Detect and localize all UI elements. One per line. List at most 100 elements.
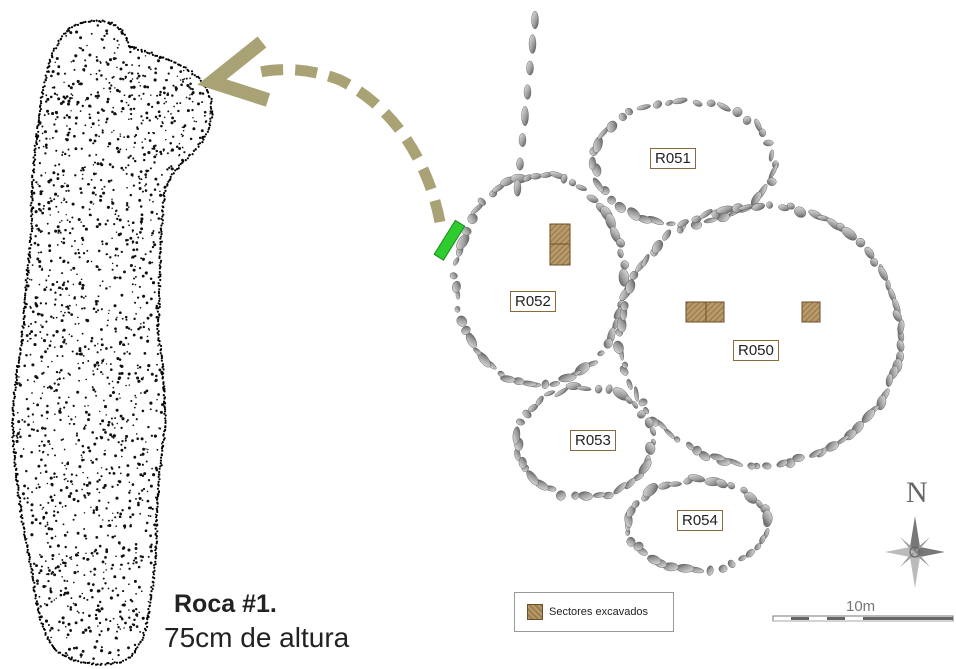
stipple-dot [30, 451, 33, 454]
stipple-dot [63, 197, 65, 199]
stipple-dot [79, 653, 83, 657]
stipple-dot [111, 198, 113, 200]
stipple-dot [93, 442, 97, 446]
stipple-dot [190, 70, 194, 73]
stipple-dot [158, 427, 160, 429]
stipple-dot [67, 372, 70, 375]
stipple-dot [122, 590, 125, 593]
stipple-dot [90, 260, 93, 263]
stipple-dot [100, 308, 103, 311]
stipple-dot [37, 464, 41, 468]
stipple-dot [44, 603, 46, 605]
stipple-dot [18, 383, 22, 387]
stipple-dot [210, 97, 213, 100]
stipple-dot [17, 361, 20, 364]
stipple-dot [158, 299, 161, 302]
stipple-dot [150, 586, 153, 589]
stipple-dot [95, 59, 99, 62]
wall-stone [686, 441, 695, 451]
stipple-dot [98, 69, 101, 72]
stipple-dot [132, 609, 135, 613]
stipple-dot [144, 271, 148, 275]
stipple-dot [125, 420, 128, 423]
stipple-dot [90, 126, 93, 129]
stipple-dot [126, 135, 130, 139]
stipple-dot [80, 191, 83, 195]
stipple-dot [66, 125, 68, 127]
stipple-dot [39, 615, 42, 618]
stipple-dot [59, 231, 62, 234]
stipple-dot [112, 386, 115, 389]
stipple-dot [128, 583, 130, 586]
stipple-dot [88, 208, 91, 211]
stipple-dot [84, 64, 88, 68]
stipple-dot [94, 299, 98, 304]
stipple-dot [141, 190, 145, 193]
north-label: N [906, 476, 928, 509]
stipple-dot [23, 484, 27, 488]
stipple-dot [65, 95, 69, 98]
stipple-dot [76, 564, 79, 567]
stipple-dot [44, 74, 47, 77]
stipple-dot [127, 41, 130, 44]
stipple-dot [40, 458, 43, 462]
stipple-dot [163, 406, 166, 409]
stipple-dot [68, 373, 72, 376]
stipple-dot [82, 611, 85, 614]
stipple-dot [117, 480, 120, 483]
stipple-dot [40, 440, 43, 443]
stipple-dot [138, 492, 141, 495]
stipple-dot [67, 494, 72, 498]
stipple-dot [65, 637, 68, 639]
stipple-dot [47, 207, 52, 211]
stipple-dot [107, 145, 110, 148]
stipple-dot [60, 310, 62, 313]
stipple-dot [52, 47, 56, 50]
stipple-dot [63, 579, 66, 582]
stipple-dot [154, 533, 157, 536]
stipple-dot [54, 291, 57, 294]
stipple-dot [87, 20, 90, 23]
stipple-dot [95, 458, 98, 461]
stipple-dot [122, 603, 126, 607]
stipple-dot [37, 610, 40, 614]
stipple-dot [104, 582, 107, 585]
stipple-dot [131, 439, 134, 443]
stipple-dot [36, 228, 38, 230]
stipple-dot [47, 439, 51, 443]
stipple-dot [175, 145, 179, 148]
stipple-dot [51, 360, 53, 363]
stipple-dot [137, 643, 140, 646]
stipple-dot [101, 359, 105, 363]
stipple-dot [147, 555, 150, 558]
stipple-dot [106, 219, 109, 222]
stipple-dot [59, 293, 62, 297]
stipple-dot [151, 53, 154, 57]
stipple-dot [76, 339, 79, 342]
stipple-dot [115, 661, 119, 664]
stipple-dot [63, 116, 66, 119]
stipple-dot [101, 587, 104, 590]
stipple-dot [128, 491, 131, 494]
stipple-dot [160, 173, 163, 176]
stipple-dot [164, 78, 168, 82]
stipple-dot [109, 394, 112, 397]
stipple-dot [59, 593, 63, 597]
stipple-dot [62, 593, 66, 597]
stipple-dot [102, 191, 106, 195]
stipple-dot [128, 616, 131, 619]
stipple-dot [107, 179, 111, 183]
stipple-dot [61, 506, 64, 508]
stipple-dot [95, 361, 100, 365]
stipple-dot [74, 122, 78, 125]
wall-stone [727, 559, 736, 568]
stipple-dot [16, 491, 19, 494]
stipple-dot [85, 552, 87, 555]
stipple-dot [95, 640, 99, 643]
stipple-dot [32, 162, 35, 165]
stipple-dot [163, 412, 166, 415]
stipple-dot [172, 135, 175, 138]
wall-stone [543, 390, 556, 397]
stipple-dot [127, 164, 130, 167]
stipple-dot [130, 328, 133, 331]
